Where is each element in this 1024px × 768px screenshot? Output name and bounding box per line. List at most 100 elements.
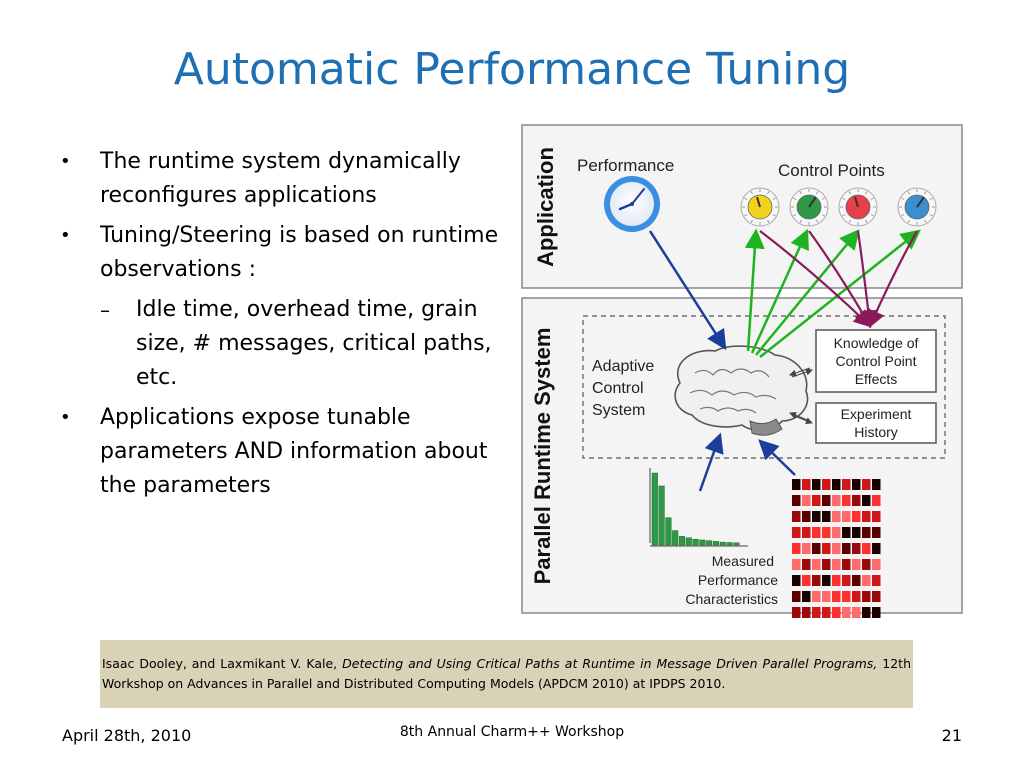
heatmap-cell xyxy=(812,607,821,618)
heatmap-cell xyxy=(842,559,851,570)
heatmap-cell xyxy=(792,543,801,554)
heatmap-cell xyxy=(812,495,821,506)
tuning-diagram: Application Performance Control Points P… xyxy=(521,124,963,618)
adaptive-line-1: Adaptive xyxy=(592,358,654,375)
heatmap-cell xyxy=(842,495,851,506)
heatmap-cell xyxy=(872,495,881,506)
reference-title: Detecting and Using Critical Paths at Ru… xyxy=(337,656,878,671)
control-arrow-up xyxy=(750,228,809,354)
bullet-glyph: • xyxy=(60,407,71,428)
experiment-line-1: Experiment xyxy=(841,406,912,422)
heatmap-cell xyxy=(872,575,881,586)
histogram-bar xyxy=(658,485,665,546)
heatmap-cell xyxy=(852,575,861,586)
heatmap-cell xyxy=(862,575,871,586)
histogram-bar xyxy=(665,517,672,546)
sub-bullet-item: – Idle time, overhead time, grain size, … xyxy=(60,293,500,395)
bullet-text: The runtime system dynamically reconfigu… xyxy=(100,149,461,208)
knowledge-line-2: Control Point xyxy=(836,353,917,369)
control-arrow-up xyxy=(755,229,860,356)
measured-line-1: Measured xyxy=(712,553,774,569)
reference-authors: Isaac Dooley, and Laxmikant V. Kale, xyxy=(102,656,338,671)
heatmap-cell xyxy=(832,543,841,554)
performance-label: Performance xyxy=(577,156,674,175)
histogram-bar xyxy=(699,539,706,546)
heatmap-cell xyxy=(822,511,831,522)
performance-histogram xyxy=(651,472,740,546)
heatmap-cell xyxy=(792,527,801,538)
heatmap-cell xyxy=(852,543,861,554)
control-points-label: Control Points xyxy=(778,161,885,180)
heatmap-cell xyxy=(822,559,831,570)
histogram-bar xyxy=(651,472,658,546)
control-arrows-down xyxy=(759,230,918,329)
footer-event: 8th Annual Charm++ Workshop xyxy=(399,724,625,740)
heatmap-cell xyxy=(792,575,801,586)
heatmap-cell xyxy=(812,575,821,586)
heatmap-cell xyxy=(842,527,851,538)
heatmap-cell xyxy=(872,543,881,554)
heatmap-cell xyxy=(862,591,871,602)
experiment-line-2: History xyxy=(854,424,898,440)
heatmap-cell xyxy=(832,559,841,570)
control-point-knob-icon xyxy=(897,187,937,227)
adaptive-line-3: System xyxy=(592,402,645,419)
histogram-arrow xyxy=(698,432,724,492)
heatmap-cell xyxy=(852,559,861,570)
heatmap-cell xyxy=(862,543,871,554)
control-arrow-up xyxy=(744,228,765,352)
footer-date: April 28th, 2010 xyxy=(62,726,192,745)
heatmap-cell xyxy=(792,479,801,490)
heatmap-cell xyxy=(852,607,861,618)
heatmap-cell xyxy=(792,559,801,570)
control-point-knobs xyxy=(740,187,937,227)
heatmap-cell xyxy=(802,495,811,506)
histogram-bar xyxy=(678,536,686,546)
heatmap-cell xyxy=(832,607,841,618)
performance-arrow xyxy=(648,230,727,351)
control-arrow-down xyxy=(868,230,918,329)
heatmap-cell xyxy=(842,607,851,618)
histogram-bar xyxy=(719,541,726,546)
reference-venue: 12th Workshop on Advances in Parallel an… xyxy=(102,656,912,691)
heatmap-cell xyxy=(792,607,801,618)
heatmap-cell xyxy=(852,495,861,506)
heatmap-cell xyxy=(842,511,851,522)
heatmap-cell xyxy=(822,479,831,490)
control-arrow-up xyxy=(759,229,921,358)
heatmap-cell xyxy=(862,495,871,506)
histogram-bar xyxy=(726,542,733,546)
heatmap-cell xyxy=(812,559,821,570)
measured-line-3: Characteristics xyxy=(685,591,778,607)
heatmap-cell xyxy=(792,511,801,522)
control-point-knob-icon xyxy=(740,187,780,227)
bullet-glyph: • xyxy=(60,151,71,172)
slide-title: Automatic Performance Tuning xyxy=(173,44,851,95)
bullet-glyph: • xyxy=(60,225,71,246)
heatmap-cell xyxy=(802,591,811,602)
sub-bullet-glyph: – xyxy=(100,298,110,322)
control-arrows-up xyxy=(744,228,921,358)
heatmap-cell xyxy=(802,543,811,554)
heatmap-cell xyxy=(812,479,821,490)
heatmap-cell xyxy=(852,479,861,490)
heatmap-cell xyxy=(822,607,831,618)
reference-box: Isaac Dooley, and Laxmikant V. Kale, Det… xyxy=(100,640,913,708)
heatmap-cell xyxy=(822,527,831,538)
heatmap-cell xyxy=(862,511,871,522)
runtime-label: Parallel Runtime System xyxy=(530,328,555,585)
heatmap-cell xyxy=(872,511,881,522)
heatmap-cell xyxy=(802,575,811,586)
heatmap-cell xyxy=(862,559,871,570)
application-label: Application xyxy=(533,147,558,267)
heatmap-cell xyxy=(852,591,861,602)
heatmap-cell xyxy=(802,479,811,490)
bullet-list: • The runtime system dynamically reconfi… xyxy=(60,145,500,509)
heatmap-cell xyxy=(822,591,831,602)
performance-heatmap xyxy=(792,479,881,618)
heatmap-cell xyxy=(852,511,861,522)
experiment-box xyxy=(815,402,937,444)
heatmap-cell xyxy=(802,559,811,570)
heatmap-cell xyxy=(802,607,811,618)
heatmap-cell xyxy=(802,527,811,538)
